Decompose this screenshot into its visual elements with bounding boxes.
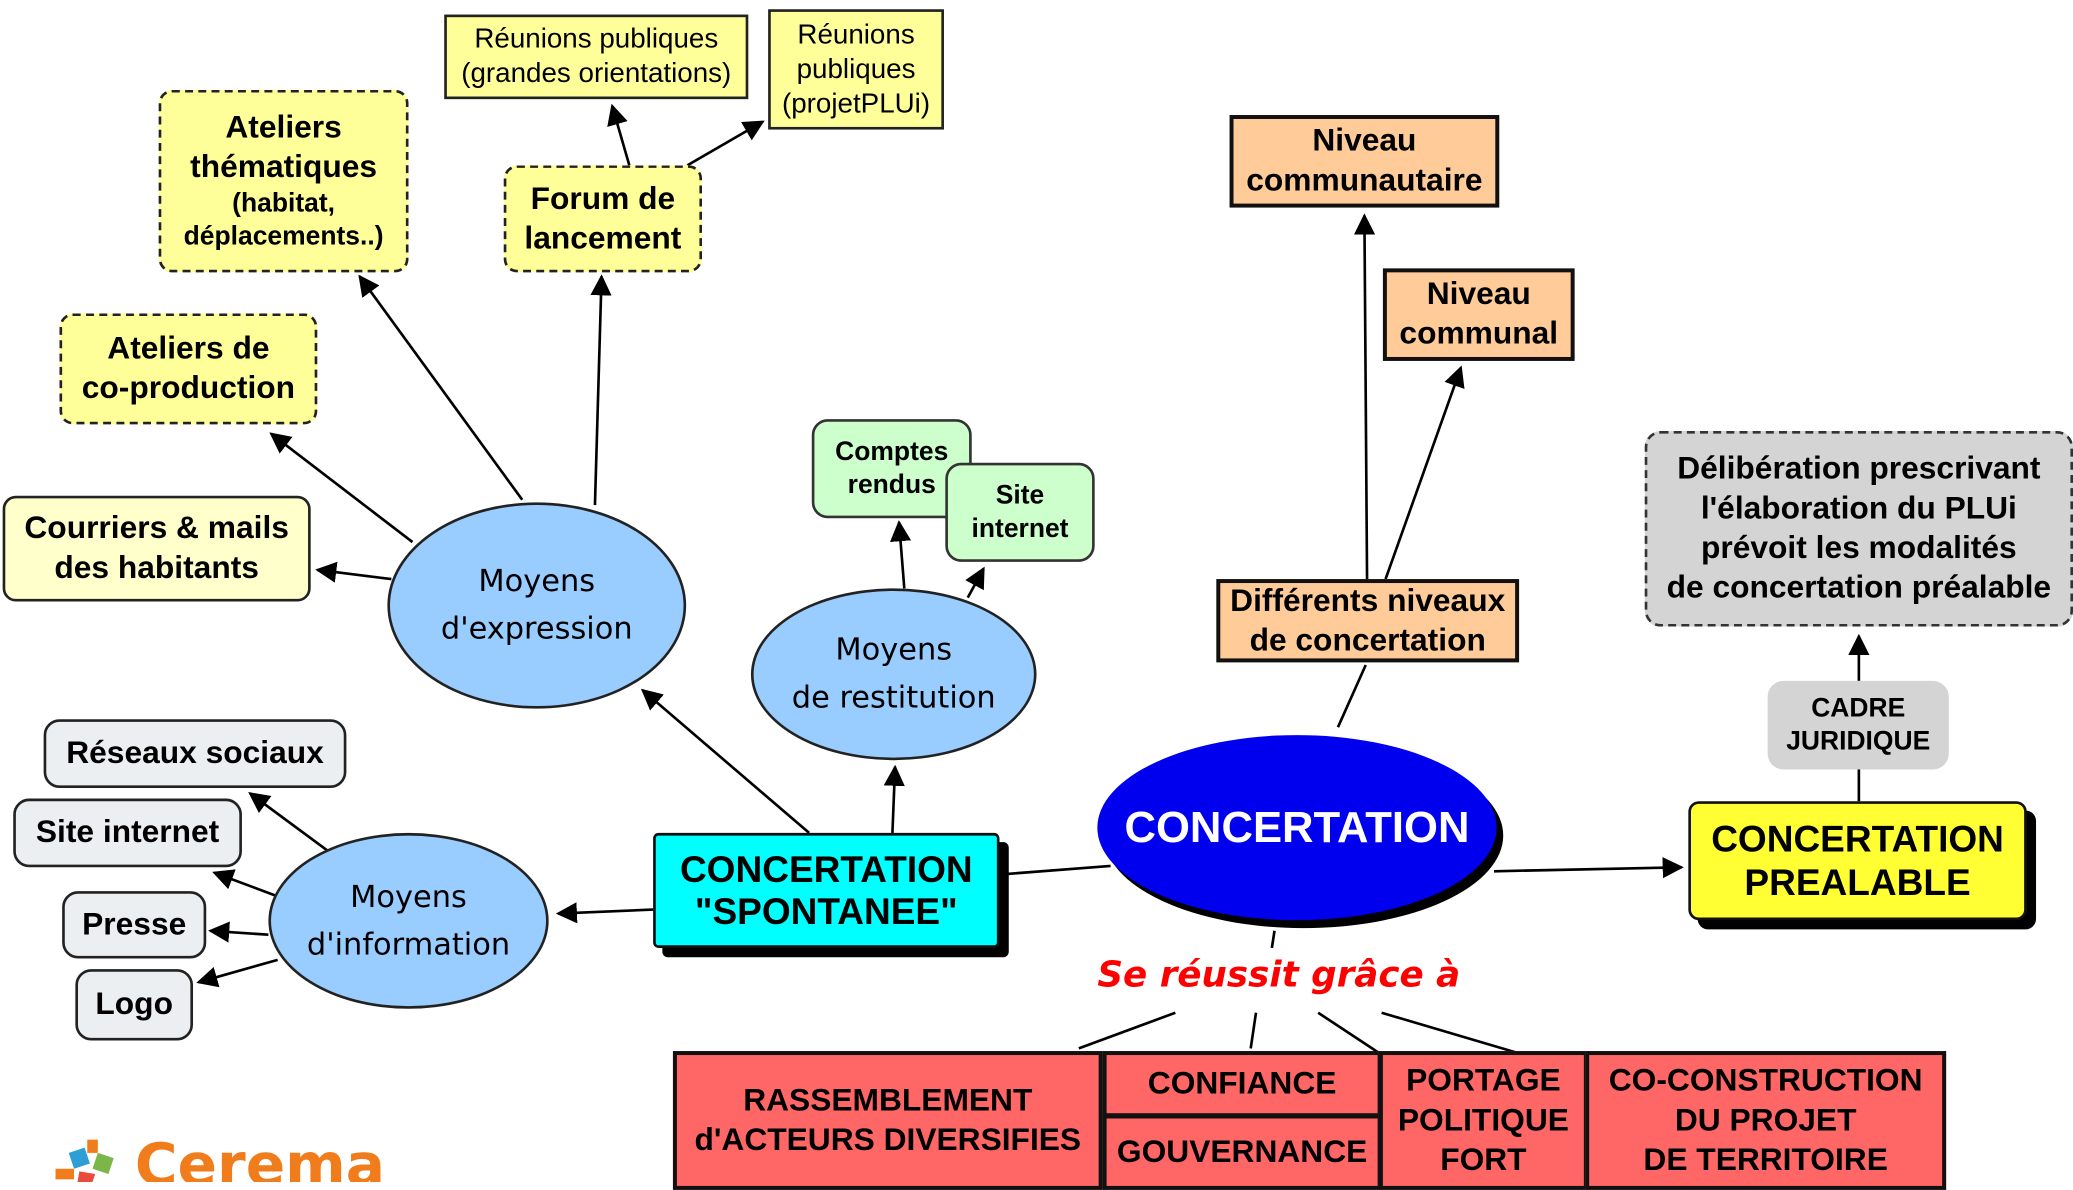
site-internet-restitution-node: Site internet xyxy=(945,462,1095,562)
presse-node: Presse xyxy=(62,891,207,959)
cerema-logo-text: Cerema xyxy=(134,1131,386,1182)
link-information-reseaux xyxy=(248,792,332,854)
ateliers-coproduction-node: Ateliers de co-production xyxy=(59,313,318,425)
link-spontanee-restitution xyxy=(883,764,905,833)
reunions-projet-node: Réunions publiques (projetPLUi) xyxy=(768,9,944,130)
link-information-presse xyxy=(208,921,269,943)
link-forum-reunions-projet xyxy=(686,120,765,167)
moyens-expression-node: Moyens d'expression xyxy=(387,502,687,709)
reunions-orientations-node: Réunions publiques (grandes orientations… xyxy=(444,14,749,100)
link-expression-forum xyxy=(590,274,612,506)
link-spontanee-expression xyxy=(640,688,810,834)
logo-node: Logo xyxy=(75,969,194,1041)
coconstruction-node: CO-CONSTRUCTION DU PROJET DE TERRITOIRE xyxy=(1585,1051,1947,1190)
ateliers-thematiques-node: Ateliers thématiques (habitat, déplaceme… xyxy=(158,89,409,273)
link-expression-ateliers xyxy=(358,274,524,501)
deliberation-node: Délibération prescrivant l'élaboration d… xyxy=(1644,431,2073,627)
link-center-spontanee xyxy=(1007,864,1111,876)
link-center-label xyxy=(1270,930,1276,949)
link-label-rassemblement xyxy=(1078,1011,1176,1050)
portage-node: PORTAGE POLITIQUE FORT xyxy=(1378,1051,1588,1190)
link-label-se-reussit: Se réussit grâce à xyxy=(1097,954,1461,996)
reseaux-sociaux-node: Réseaux sociaux xyxy=(43,719,347,788)
link-expression-coproduction xyxy=(269,432,414,544)
link-restitution-comptes xyxy=(890,520,912,589)
link-niveaux-communal xyxy=(1384,365,1465,580)
confiance-node: CONFIANCE xyxy=(1102,1051,1382,1118)
link-expression-courriers xyxy=(315,561,392,583)
link-restitution-site xyxy=(965,566,985,599)
cadre-juridique-node: CADRE JURIDIQUE xyxy=(1767,680,1949,770)
link-center-niveaux xyxy=(1336,664,1367,728)
site-internet-info-node: Site internet xyxy=(13,798,242,868)
rassemblement-node: RASSEMBLEMENT d'ACTEURS DIVERSIFIES xyxy=(672,1051,1103,1190)
concertation-prealable-node: CONCERTATION PREALABLE xyxy=(1688,801,2027,921)
link-label-confiance xyxy=(1249,1012,1258,1049)
forum-node: Forum de lancement xyxy=(503,165,703,273)
link-information-logo xyxy=(196,958,279,988)
ateliers-thematiques-title: Ateliers thématiques xyxy=(190,109,378,186)
concertation-center-node: CONCERTATION xyxy=(1097,735,1497,921)
cerema-logo: Cerema xyxy=(50,1132,394,1182)
niveau-communal-node: Niveau communal xyxy=(1382,268,1575,361)
niveau-communautaire-node: Niveau communautaire xyxy=(1229,115,1500,208)
link-niveaux-communautaire xyxy=(1353,213,1376,580)
link-information-site xyxy=(212,869,279,898)
concertation-spontanee-node: CONCERTATION "SPONTANEE" xyxy=(653,832,1000,948)
moyens-information-node: Moyens d'information xyxy=(268,832,549,1009)
cerema-logo-mark-icon xyxy=(55,1139,114,1182)
gouvernance-node: GOUVERNANCE xyxy=(1102,1114,1382,1190)
link-forum-reunions xyxy=(607,103,631,166)
differents-niveaux-node: Différents niveaux de concertation xyxy=(1216,579,1520,663)
link-label-portage xyxy=(1317,1011,1382,1055)
moyens-restitution-node: Moyens de restitution xyxy=(750,588,1037,761)
courriers-node: Courriers & mails des habitants xyxy=(2,495,311,602)
link-center-prealable xyxy=(1493,857,1684,879)
link-label-coconstruction xyxy=(1381,1011,1521,1055)
ateliers-thematiques-detail: (habitat, déplacements..) xyxy=(183,189,384,252)
link-spontanee-information xyxy=(555,902,654,924)
